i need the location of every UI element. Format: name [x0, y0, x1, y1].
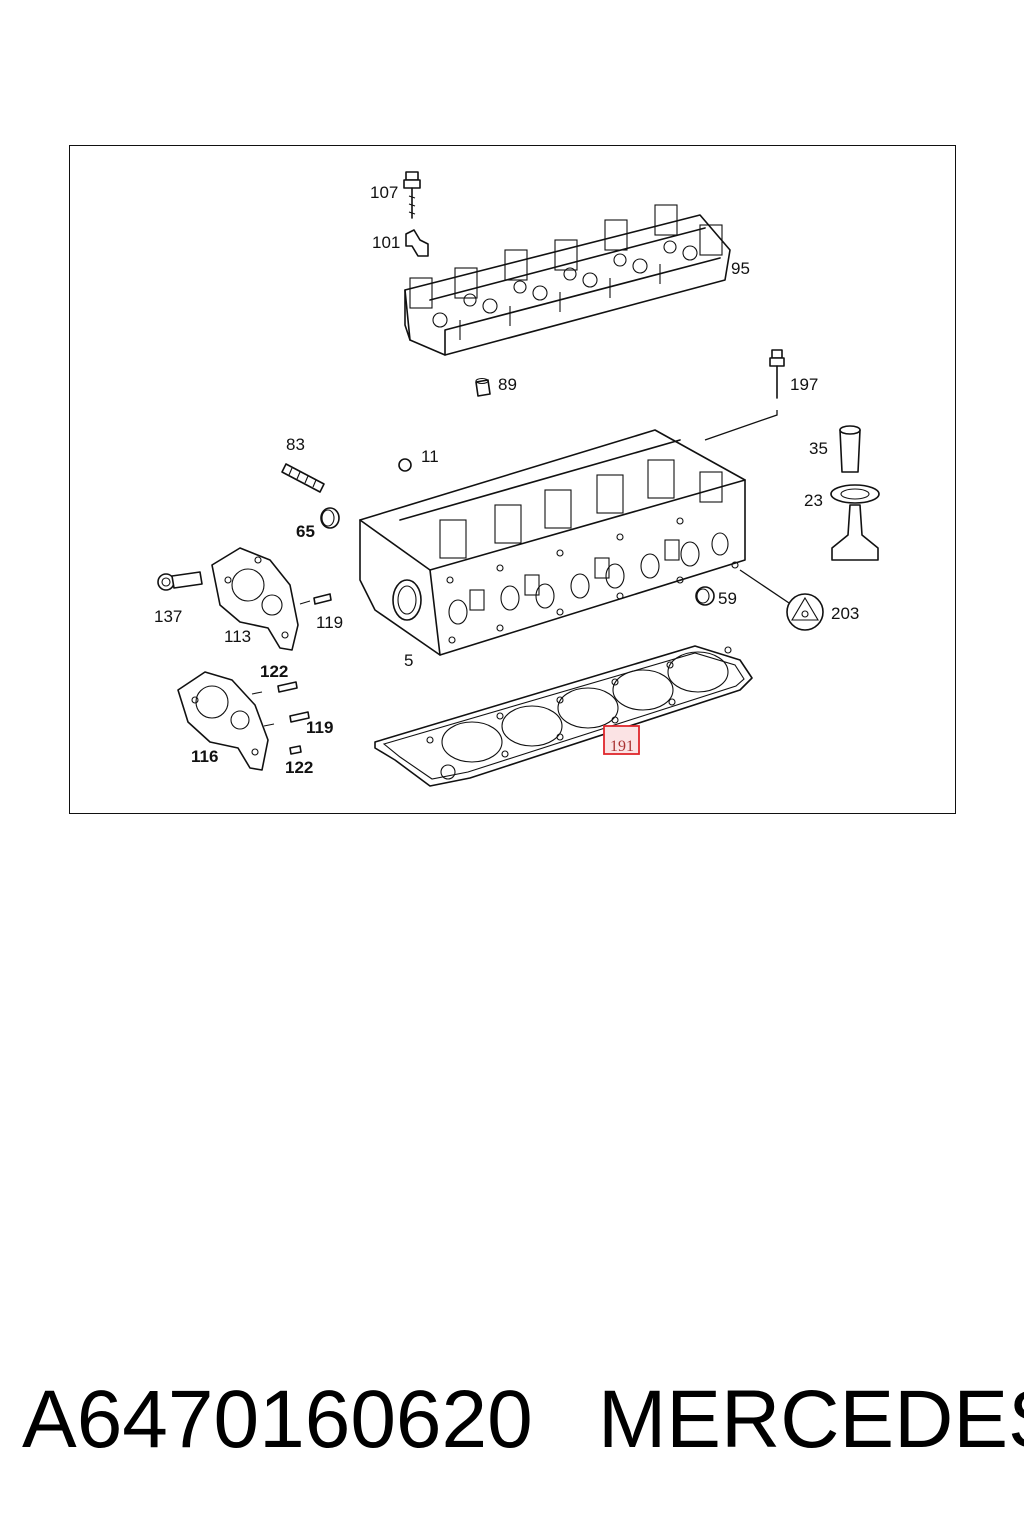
plug-59-drawing: [695, 586, 715, 606]
dowel-119-lower-drawing: [289, 711, 310, 723]
camshaft-carrier-drawing: [404, 204, 731, 356]
callout-122-upper[interactable]: 122: [260, 662, 288, 681]
callout-107[interactable]: 107: [370, 183, 398, 202]
callout-83[interactable]: 83: [286, 435, 305, 454]
cover-113-drawing: [211, 547, 299, 651]
callout-11[interactable]: 11: [421, 447, 439, 466]
exploded-parts-diagram: 107 101 95 89 197 83 11 35 23 65 137 113…: [154, 171, 880, 787]
callout-89[interactable]: 89: [498, 375, 517, 394]
pin-89-drawing: [475, 377, 491, 397]
dowel-122-upper-drawing: [277, 681, 298, 693]
plug-65-drawing: [320, 507, 340, 529]
ring-11-drawing: [398, 458, 412, 472]
valve-23-drawing: [830, 484, 880, 561]
cover-116-drawing: [177, 671, 275, 771]
brand-text: MERCEDES: [598, 1374, 1024, 1465]
footer-caption: A6470160620 MERCEDES: [0, 1370, 1024, 1480]
clip-101-drawing: [405, 229, 429, 257]
callout-95[interactable]: 95: [731, 259, 750, 278]
callout-137[interactable]: 137: [154, 607, 182, 626]
callout-59[interactable]: 59: [718, 589, 737, 608]
head-gasket-191-drawing: [374, 645, 753, 787]
callout-197[interactable]: 197: [790, 375, 818, 394]
callout-116[interactable]: 116: [191, 747, 218, 766]
callout-23[interactable]: 23: [804, 491, 823, 510]
cylinder-head-drawing: [359, 429, 746, 656]
valve-seal-35-drawing: [839, 425, 861, 473]
bolt-137-drawing: [157, 571, 203, 591]
part-number-text: A6470160620: [22, 1374, 533, 1465]
callout-203[interactable]: 203: [831, 604, 859, 623]
callout-119-lower[interactable]: 119: [306, 718, 333, 737]
callout-5[interactable]: 5: [404, 651, 413, 670]
diagram-frame: [69, 145, 956, 814]
callout-122-lower[interactable]: 122: [285, 758, 313, 777]
callout-35[interactable]: 35: [809, 439, 828, 458]
bolt-107-drawing: [403, 171, 421, 219]
callout-191-highlighted[interactable]: 191: [610, 738, 634, 755]
callout-101[interactable]: 101: [372, 233, 400, 252]
stud-83-drawing: [281, 463, 325, 493]
callout-119-upper[interactable]: 119: [316, 613, 343, 632]
dowel-122-lower-drawing: [289, 745, 302, 755]
callout-113[interactable]: 113: [224, 627, 251, 646]
dowel-119-upper-drawing: [299, 593, 332, 605]
callout-65[interactable]: 65: [296, 522, 315, 541]
sprocket-203-drawing: [739, 569, 824, 631]
highlight-box-191: [603, 725, 640, 755]
bolt-197-drawing: [704, 349, 785, 441]
